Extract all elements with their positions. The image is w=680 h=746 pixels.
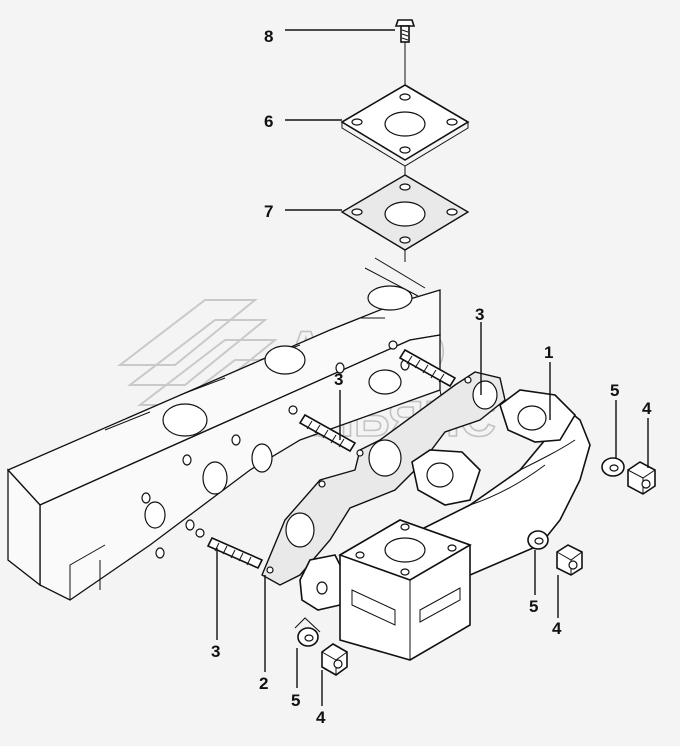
flange-plate-part-6 xyxy=(340,84,470,167)
nut-lower-part-4 xyxy=(321,643,348,676)
nut-right-part-4 xyxy=(627,461,656,495)
stud-upper-part-3 xyxy=(388,340,457,388)
callout-6: 6 xyxy=(264,112,273,131)
exhaust-manifold-part-1 xyxy=(299,389,591,661)
callout-3-middle: 3 xyxy=(334,370,343,389)
callout-5-lower: 5 xyxy=(291,691,300,710)
callout-7: 7 xyxy=(264,202,273,221)
callout-3-upper: 3 xyxy=(475,305,484,324)
callout-4-right: 4 xyxy=(642,399,652,418)
callout-5-middle: 5 xyxy=(529,597,538,616)
stud-middle-part-3 xyxy=(288,405,357,453)
callout-labels: 8 6 7 3 3 1 5 4 3 2 5 4 5 4 xyxy=(211,27,652,727)
callout-4-middle: 4 xyxy=(552,619,562,638)
stud-lower-part-3 xyxy=(195,528,264,570)
washer-middle-part-5 xyxy=(527,530,549,550)
callout-2: 2 xyxy=(259,674,268,693)
bolt-part-8 xyxy=(394,19,416,43)
washer-right-part-5 xyxy=(601,457,625,477)
callout-1: 1 xyxy=(544,343,553,362)
callout-8: 8 xyxy=(264,27,273,46)
nut-middle-part-4 xyxy=(556,544,583,576)
callout-4-lower: 4 xyxy=(316,708,326,727)
washer-lower-part-5 xyxy=(297,627,319,647)
callout-3-lower: 3 xyxy=(211,642,220,661)
leader-lines xyxy=(216,29,649,706)
manifold-gasket-part-2 xyxy=(261,371,506,586)
gasket-part-7 xyxy=(340,174,470,251)
callout-5-right: 5 xyxy=(610,381,619,400)
